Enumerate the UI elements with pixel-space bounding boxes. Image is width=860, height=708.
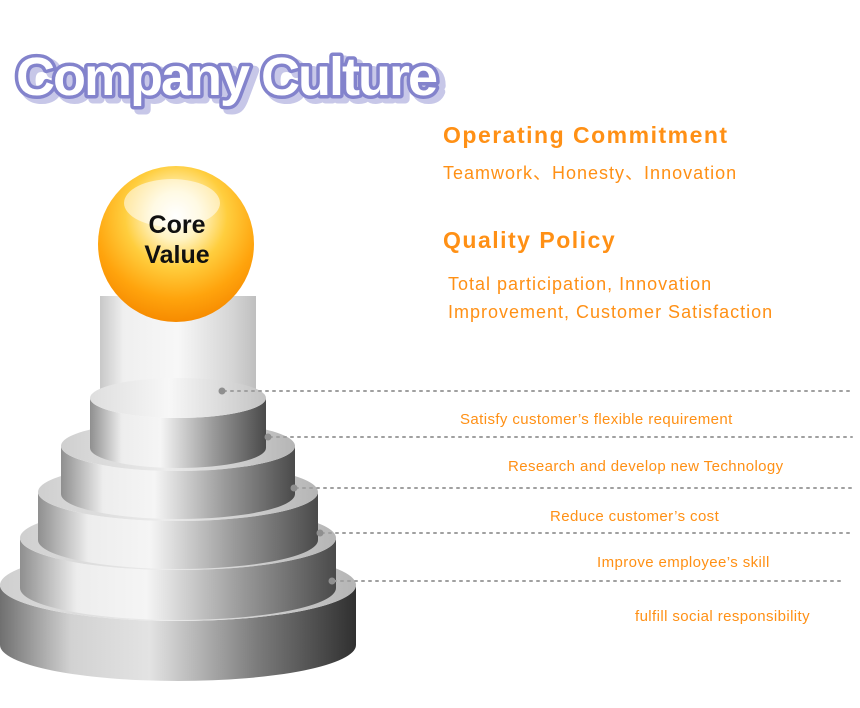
level-label-5: fulfill social responsibility (635, 608, 810, 625)
quality-policy-line2: Improvement, Customer Satisfaction (448, 302, 774, 322)
tier-5-side (0, 585, 356, 681)
page-title-graphic: Company Culture Company Culture (13, 44, 449, 116)
level-label-2: Research and develop new Technology (508, 458, 784, 475)
leader-dot-3 (290, 484, 298, 492)
level-label-3: Reduce customer’s cost (550, 508, 720, 525)
page-title-shadow: Company Culture (21, 51, 442, 111)
level-label-4: Improve employee’s skill (597, 554, 770, 571)
core-value-line2: Value (144, 241, 210, 269)
leader-dot-2 (264, 433, 272, 441)
tier-3-side (38, 492, 318, 569)
leader-dot-1 (218, 387, 226, 395)
core-value-sphere (98, 166, 254, 322)
leader-lines (223, 390, 853, 582)
quality-policy-body: Total participation, Innovation Improvem… (448, 270, 773, 326)
tier-1-top (90, 378, 266, 418)
leader-dot-5 (328, 577, 336, 585)
level-label-1: Satisfy customer’s flexible requirement (460, 411, 733, 428)
operating-commitment-body: Teamwork、Honesty、Innovation (443, 163, 738, 183)
quality-policy-heading: Quality Policy (443, 227, 617, 253)
quality-policy-line1: Total participation, Innovation (448, 274, 713, 294)
sphere-gloss (124, 179, 220, 227)
page-title: Company Culture (16, 47, 437, 107)
operating-commitment-heading: Operating Commitment (443, 122, 729, 148)
leader-dot-4 (316, 529, 324, 537)
leader-dots (218, 387, 336, 585)
tier-2-side (61, 446, 295, 519)
tier-1-side (90, 398, 266, 468)
core-value-label: Core Value (112, 210, 242, 270)
core-value-line1: Core (148, 211, 206, 239)
tier-4-side (20, 538, 336, 620)
